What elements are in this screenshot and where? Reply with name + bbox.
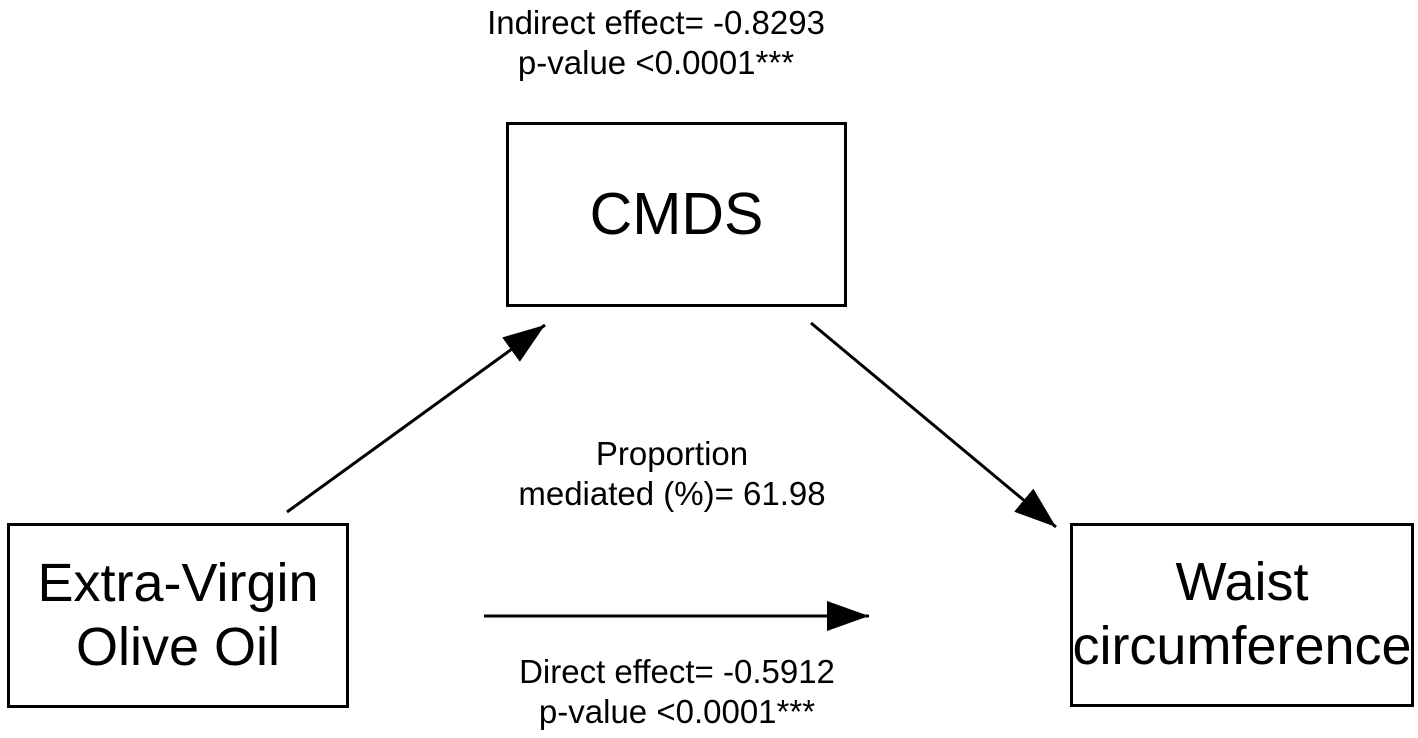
indirect-effect-annotation: Indirect effect= -0.8293 p-value <0.0001…: [406, 3, 906, 84]
direct-effect-value: Direct effect= -0.5912: [519, 653, 835, 690]
mediator-label: CMDS: [589, 180, 764, 247]
outcome-node-waist-circumference: Waist circumference: [1070, 523, 1414, 707]
arrow-mediator-to-outcome: [810, 321, 1057, 529]
exposure-node-extra-virgin-olive-oil: Extra-Virgin Olive Oil: [7, 523, 349, 708]
proportion-mediated-line1: Proportion: [595, 435, 749, 472]
proportion-mediated-value: mediated (%)= 61.98: [518, 475, 826, 513]
outcome-label-line1: Waist: [1175, 552, 1309, 613]
outcome-label-line2: circumference: [1072, 616, 1412, 676]
direct-effect-pvalue: p-value <0.0001***: [538, 693, 816, 731]
mediator-node-cmds: CMDS: [506, 122, 847, 307]
arrow-exposure-to-mediator: [286, 323, 546, 514]
direct-effect-annotation: Direct effect= -0.5912 p-value <0.0001**…: [427, 652, 927, 733]
exposure-label-line2: Olive Oil: [75, 616, 281, 677]
exposure-label-line1: Extra-Virgin: [37, 552, 319, 613]
proportion-mediated-annotation: Proportion mediated (%)= 61.98: [472, 434, 872, 515]
indirect-effect-value: Indirect effect= -0.8293: [487, 4, 825, 41]
indirect-effect-pvalue: p-value <0.0001***: [517, 44, 795, 82]
